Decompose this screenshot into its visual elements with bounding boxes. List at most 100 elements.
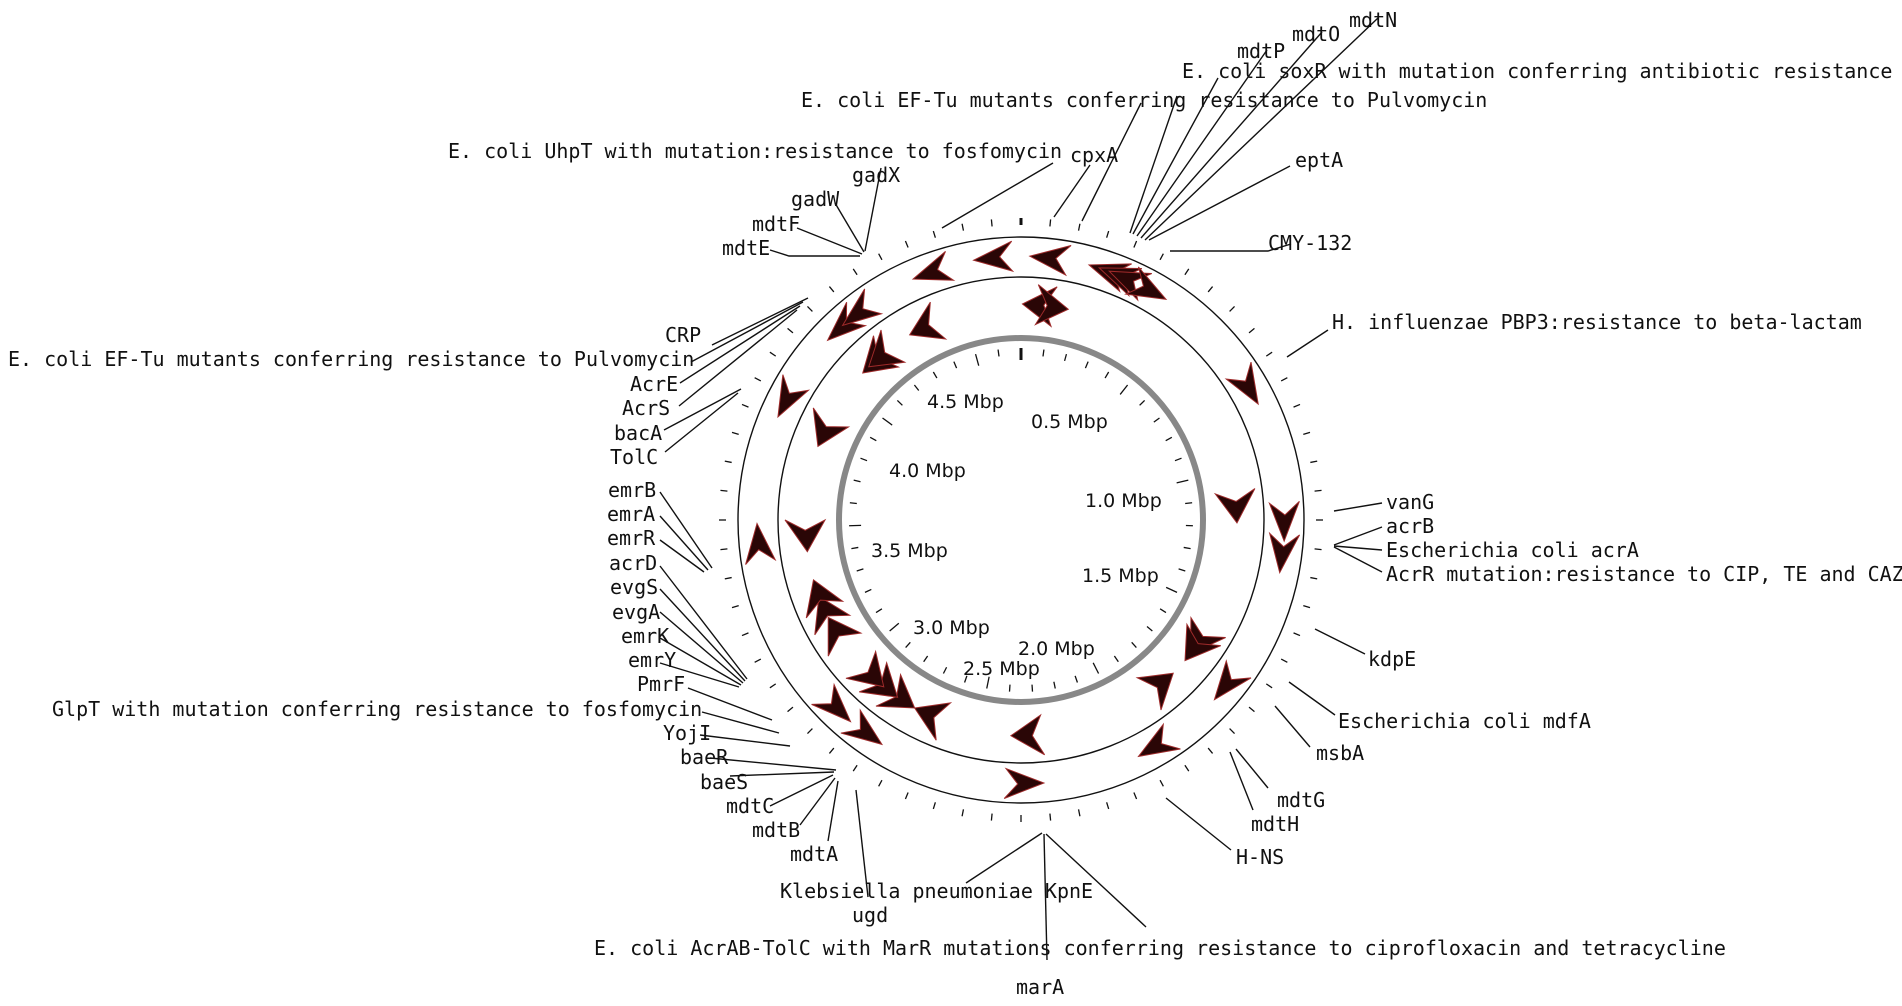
label-emrY: emrY xyxy=(628,648,676,672)
outer-feature-arrow xyxy=(974,241,1013,271)
scale-tick xyxy=(883,418,893,425)
label-mdfA: Escherichia coli mdfA xyxy=(1338,709,1591,733)
label-emrA: emrA xyxy=(607,502,655,526)
leader-emrR xyxy=(660,540,704,572)
outer-tick xyxy=(1107,231,1109,238)
label-mdtC: mdtC xyxy=(726,794,774,818)
leader-pbp3 xyxy=(1287,330,1328,357)
scale-tick xyxy=(1054,682,1055,689)
scale-tick xyxy=(1114,656,1118,662)
outer-tick xyxy=(1294,633,1300,636)
label-eptA: eptA xyxy=(1295,148,1343,172)
outer-tick xyxy=(905,793,908,799)
scale-tick xyxy=(1166,437,1172,440)
leader-mdfA xyxy=(1289,682,1335,715)
outer-tick xyxy=(1230,306,1235,311)
scale-tick xyxy=(1093,663,1098,674)
outer-tick xyxy=(879,780,882,786)
outer-tick xyxy=(829,287,833,292)
outer-tick xyxy=(1185,269,1189,275)
label-vanG: vanG xyxy=(1386,490,1434,514)
leader-GlpT xyxy=(702,712,779,733)
scale-tick xyxy=(943,667,946,673)
leader-mdtC xyxy=(770,775,833,806)
scale-tick xyxy=(1160,609,1166,613)
scale-tick xyxy=(897,400,902,405)
scale-label-0.5: 0.5 Mbp xyxy=(1031,411,1108,433)
scale-tick xyxy=(914,385,918,390)
label-baeR: baeR xyxy=(680,745,729,769)
leader-HNS xyxy=(1166,798,1231,850)
label-emrB: emrB xyxy=(608,478,656,502)
inner-feature-arrow xyxy=(915,703,951,740)
label-acrA: Escherichia coli acrA xyxy=(1386,538,1639,562)
leader-baeR xyxy=(710,758,836,770)
scale-tick xyxy=(1043,350,1044,357)
scale-tick xyxy=(933,372,937,378)
label-mdtA: mdtA xyxy=(790,842,838,866)
label-mdtO: mdtO xyxy=(1292,22,1340,46)
outer-tick xyxy=(829,748,833,753)
outer-tick xyxy=(742,633,748,636)
inner-feature-arrow xyxy=(828,617,861,656)
outer-tick xyxy=(991,814,992,821)
label-cmy132: CMY-132 xyxy=(1268,231,1352,255)
scale-tick xyxy=(1175,458,1182,461)
outer-tick xyxy=(1281,378,1287,381)
scale-tick xyxy=(998,350,999,357)
label-evgS: evgS xyxy=(610,575,658,599)
label-emrK: emrK xyxy=(621,624,669,648)
scale-tick xyxy=(1185,503,1192,504)
outer-tick xyxy=(725,461,732,462)
label-YojI: YojI xyxy=(663,721,711,745)
outer-feature-arrow xyxy=(746,524,776,565)
scale-tick xyxy=(954,362,957,368)
label-AcrS: AcrS xyxy=(622,396,670,420)
outer-tick xyxy=(732,432,739,434)
label-acrD: acrD xyxy=(609,551,657,575)
scale-tick xyxy=(850,503,857,504)
leader-TolC xyxy=(665,393,738,452)
outer-tick xyxy=(720,490,727,491)
leader-vanG xyxy=(1334,503,1382,511)
leader-emrA xyxy=(660,516,708,570)
outer-tick xyxy=(1303,432,1310,434)
label-ugd: ugd xyxy=(852,903,888,927)
label-mdtN: mdtN xyxy=(1349,8,1397,32)
outer-tick xyxy=(1050,814,1051,821)
label-gadW: gadW xyxy=(791,187,840,211)
scale-tick xyxy=(1179,569,1186,571)
outer-tick xyxy=(788,328,793,332)
label-pbp3: H. influenzae PBP3:resistance to beta-la… xyxy=(1332,310,1862,334)
leader-msbA xyxy=(1275,706,1310,747)
leader-mdtE xyxy=(770,250,860,256)
outer-tick xyxy=(755,378,761,381)
leader-eftu-left xyxy=(691,302,803,362)
label-acrB: acrB xyxy=(1386,514,1434,538)
scale-tick xyxy=(857,569,864,571)
label-acrR: AcrR mutation:resistance to CIP, TE and … xyxy=(1386,562,1902,586)
label-eftu-top: E. coli EF-Tu mutants conferring resista… xyxy=(801,88,1487,112)
outer-tick xyxy=(1134,793,1137,799)
scale-tick xyxy=(1154,418,1160,422)
outer-tick xyxy=(1281,659,1287,662)
label-baeS: baeS xyxy=(700,770,748,794)
outer-track-ring xyxy=(738,237,1304,803)
scale-tick xyxy=(1184,547,1191,548)
outer-feature-arrow xyxy=(843,289,882,325)
outer-tick xyxy=(720,549,727,550)
label-mdtB: mdtB xyxy=(752,818,800,842)
leader-acrB xyxy=(1334,527,1382,545)
leader-mdtG xyxy=(1236,749,1268,788)
outer-tick xyxy=(807,729,812,734)
inner-feature-arrow xyxy=(1215,489,1255,523)
outer-tick xyxy=(1185,765,1189,771)
leader-acrA xyxy=(1334,546,1382,550)
scale-tick xyxy=(851,547,858,548)
scale-tick xyxy=(976,354,979,366)
outer-tick xyxy=(1249,328,1254,332)
label-eftu-left: E. coli EF-Tu mutants conferring resista… xyxy=(8,347,694,371)
label-CRP: CRP xyxy=(665,323,701,347)
outer-feature-arrow xyxy=(1004,769,1044,799)
